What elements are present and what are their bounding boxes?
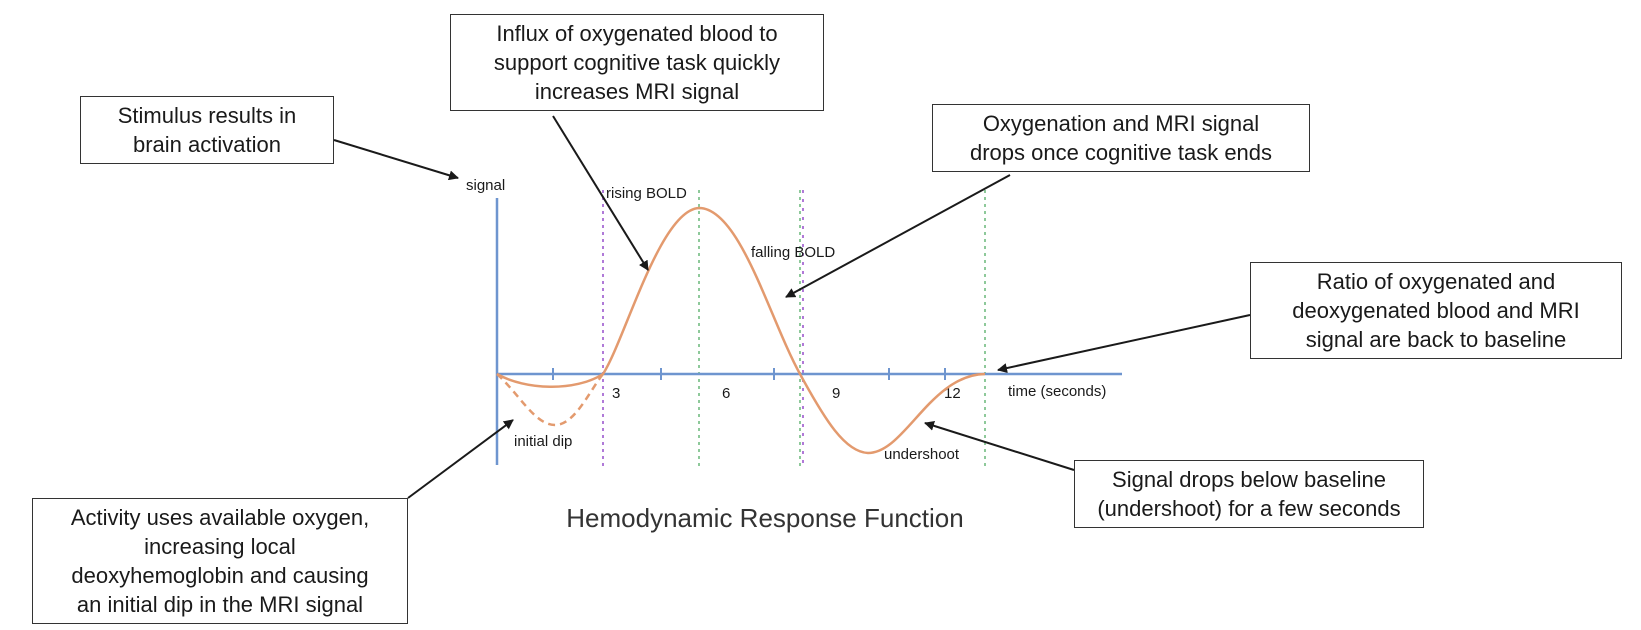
- figure-title: Hemodynamic Response Function: [566, 503, 964, 533]
- callout-line: drops once cognitive task ends: [969, 140, 1273, 165]
- callout-influx: Influx of oxygenated blood to support co…: [450, 14, 824, 111]
- callout-line: Stimulus results in: [117, 103, 297, 128]
- hrf-curve-initial-dip: [496, 373, 604, 427]
- callout-stimulus: Stimulus results in brain activation: [80, 96, 334, 164]
- callout-line: deoxyhemoglobin and causing: [71, 563, 369, 588]
- x-tick-label: 9: [832, 385, 840, 402]
- callout-line: an initial dip in the MRI signal: [76, 592, 364, 617]
- callout-line: Ratio of oxygenated and: [1316, 269, 1556, 294]
- callout-line: Signal drops below baseline: [1112, 467, 1386, 492]
- falling-bold-label: falling BOLD: [751, 244, 835, 261]
- callout-arrows: [333, 115, 1251, 499]
- x-tick-label: 12: [944, 385, 961, 402]
- x-tick-label: 3: [612, 385, 620, 402]
- hrf-curve-main: [496, 206, 986, 455]
- x-axis-ticks: [552, 368, 946, 380]
- callout-line: increasing local: [144, 534, 296, 559]
- x-axis-label: time (seconds): [1008, 383, 1106, 400]
- axes: signal time (seconds) 3 6 9 12: [466, 177, 1122, 465]
- callout-line: increases MRI signal: [534, 79, 740, 104]
- arrow-activity: [407, 419, 514, 499]
- callout-oxygenation: Oxygenation and MRI signal drops once co…: [932, 104, 1310, 172]
- hrf-curves: [496, 206, 986, 455]
- arrow-ratio: [997, 314, 1251, 373]
- y-axis-label: signal: [466, 177, 505, 194]
- callout-line: brain activation: [133, 132, 281, 157]
- arrow-influx: [552, 115, 649, 271]
- callout-activity: Activity uses available oxygen, increasi…: [32, 498, 408, 624]
- callout-line: (undershoot) for a few seconds: [1097, 496, 1401, 521]
- callout-line: Activity uses available oxygen,: [70, 505, 370, 530]
- callout-line: Oxygenation and MRI signal: [982, 111, 1260, 136]
- callout-line: support cognitive task quickly: [493, 50, 781, 75]
- rising-bold-label: rising BOLD: [606, 185, 687, 202]
- x-tick-label: 6: [722, 385, 730, 402]
- callout-ratio: Ratio of oxygenated and deoxygenated blo…: [1250, 262, 1622, 359]
- phase-lines: [602, 190, 986, 468]
- callout-line: signal are back to baseline: [1305, 327, 1567, 352]
- arrow-undershoot: [924, 420, 1075, 471]
- initial-dip-label: initial dip: [514, 433, 572, 450]
- callout-undershoot: Signal drops below baseline (undershoot)…: [1074, 460, 1424, 528]
- undershoot-label: undershoot: [884, 446, 960, 463]
- arrow-stimulus: [333, 139, 459, 181]
- callout-line: deoxygenated blood and MRI: [1292, 298, 1580, 323]
- callout-line: Influx of oxygenated blood to: [496, 21, 778, 46]
- arrow-oxygenation: [785, 174, 1011, 298]
